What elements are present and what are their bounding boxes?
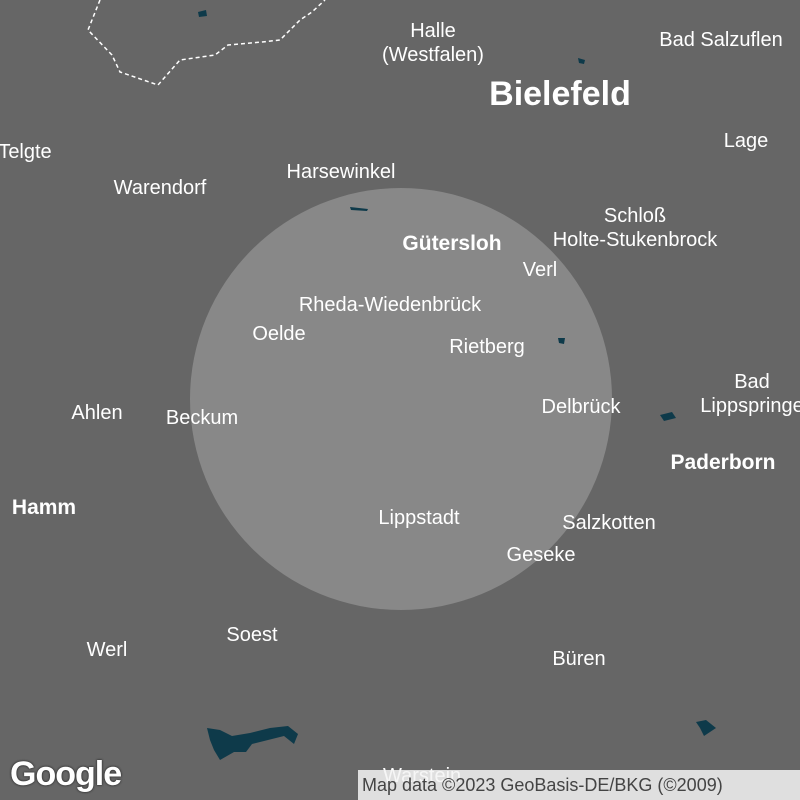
- place-label-guetersloh: Gütersloh: [402, 232, 502, 255]
- place-label-salzkotten: Salzkotten: [562, 512, 656, 534]
- google-logo[interactable]: Google: [10, 755, 122, 793]
- water-lake-5: [660, 412, 676, 421]
- place-label-bielefeld: Bielefeld: [489, 75, 631, 113]
- place-label-hamm: Hamm: [11, 496, 77, 519]
- place-label-geseke: Geseke: [506, 544, 576, 566]
- place-label-beckum: Beckum: [165, 407, 239, 429]
- place-label-delbrueck: Delbrück: [541, 396, 621, 418]
- place-label-telgte: Telgte: [0, 141, 52, 163]
- water-lake-1: [198, 10, 207, 17]
- place-label-werl: Werl: [86, 639, 128, 661]
- place-label-ahlen: Ahlen: [71, 402, 123, 424]
- place-label-lage: Lage: [723, 130, 769, 152]
- state-border: [87, 0, 326, 86]
- water-lake-4: [558, 338, 565, 344]
- place-label-lippstadt: Lippstadt: [378, 507, 460, 529]
- place-label-bad-salzuflen: Bad Salzuflen: [659, 29, 783, 51]
- place-label-bueren: Büren: [552, 648, 606, 670]
- water-moehnesee: [207, 726, 298, 760]
- place-label-paderborn: Paderborn: [670, 451, 776, 474]
- place-label-soest: Soest: [226, 624, 278, 646]
- place-label-warendorf: Warendorf: [113, 177, 207, 199]
- place-label-rietberg: Rietberg: [449, 336, 525, 358]
- place-label-bad-lippspringe: Bad Lippspringe: [700, 371, 800, 417]
- place-label-oelde: Oelde: [252, 323, 306, 345]
- water-lake-3: [350, 207, 368, 211]
- water-lake-2: [578, 58, 585, 64]
- map-attribution[interactable]: Map data ©2023 GeoBasis-DE/BKG (©2009): [358, 770, 800, 800]
- place-label-schloss-holte: Schloß Holte-Stukenbrock: [552, 205, 718, 251]
- place-label-rheda-wiedenbrueck: Rheda-Wiedenbrück: [298, 294, 482, 316]
- water-lake-6: [696, 720, 716, 736]
- radius-circle: [190, 188, 612, 610]
- place-label-halle: Halle (Westfalen): [382, 20, 484, 66]
- place-label-harsewinkel: Harsewinkel: [286, 161, 396, 183]
- place-label-verl: Verl: [522, 259, 558, 281]
